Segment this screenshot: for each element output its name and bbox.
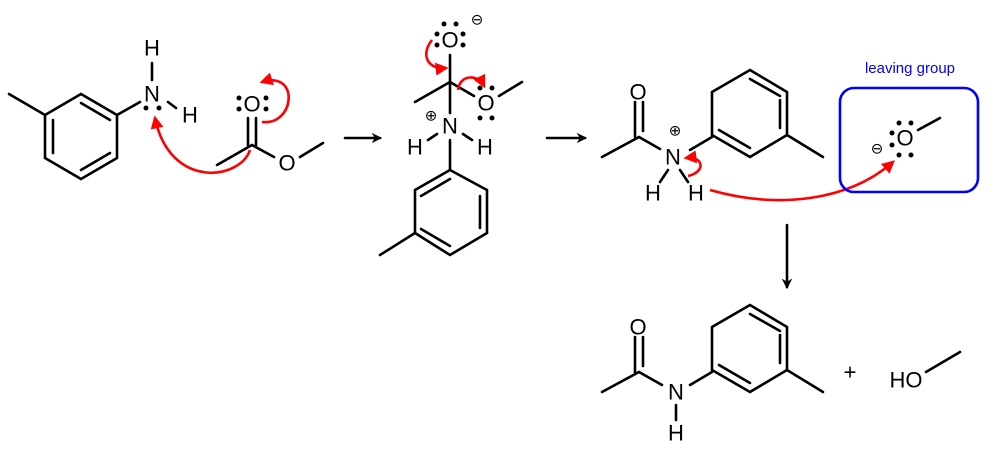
curved-arrow xyxy=(683,150,702,178)
curved-arrow xyxy=(709,160,895,202)
positive-charge: ⊕ xyxy=(669,123,682,140)
atom-n: N xyxy=(668,380,684,405)
atom-o: O xyxy=(278,151,295,176)
positive-charge: ⊕ xyxy=(425,108,438,125)
curved-arrow xyxy=(150,115,252,174)
atom-n: N xyxy=(144,82,160,107)
atom-h: H xyxy=(645,181,661,206)
methanol: HO xyxy=(890,350,962,393)
curved-arrow xyxy=(425,39,449,76)
atom-h: H xyxy=(477,135,493,160)
atom-o: O xyxy=(629,80,646,105)
atom-o: O xyxy=(477,91,494,116)
atom-h: H xyxy=(407,135,423,160)
plus-sign: + xyxy=(844,360,857,385)
atom-h: H xyxy=(688,181,704,206)
protonated-amide: O N ⊕ H H xyxy=(600,68,825,206)
leaving-group-label: leaving group xyxy=(865,60,955,77)
negative-charge: ⊖ xyxy=(871,141,884,158)
atom-o: O xyxy=(896,126,913,151)
atom-o: O xyxy=(441,28,458,53)
methyl-acetate: O O xyxy=(215,92,325,176)
curved-arrow xyxy=(456,73,486,91)
methoxide: O ⊖ xyxy=(871,116,942,158)
curved-arrow xyxy=(259,72,290,124)
leaving-group-box xyxy=(838,86,980,194)
atom-ho: HO xyxy=(890,368,923,393)
atom-h: H xyxy=(144,36,160,61)
atom-n: N xyxy=(442,114,458,139)
atom-n: N xyxy=(665,145,681,170)
atom-o: O xyxy=(629,315,646,340)
atom-h: H xyxy=(668,421,684,446)
m-toluidine: H N H xyxy=(7,36,198,181)
negative-charge: ⊖ xyxy=(471,12,484,29)
product-amide: O N H xyxy=(600,303,825,446)
atom-h: H xyxy=(182,103,198,128)
tetrahedral-intermediate: O ⊖ O N ⊕ H H xyxy=(378,12,524,257)
atom-o: O xyxy=(243,92,260,117)
